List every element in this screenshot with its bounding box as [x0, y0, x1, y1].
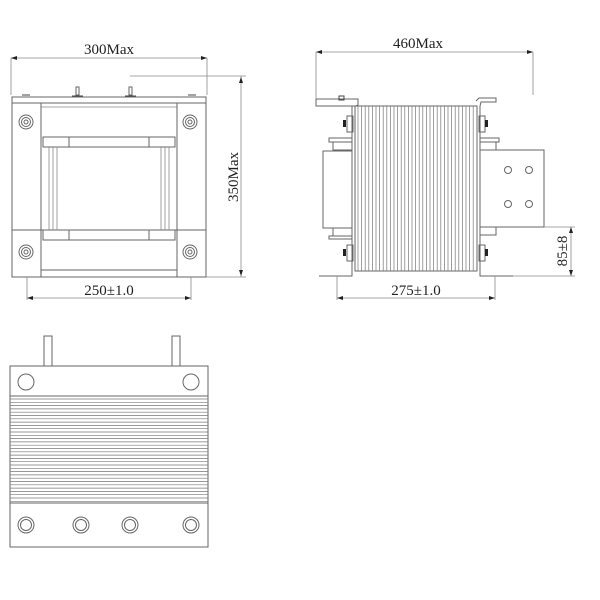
- bolt-icon: [18, 114, 34, 130]
- terminal-hole-icon: [525, 166, 533, 174]
- terminal-hole-icon: [525, 200, 533, 208]
- front-height-dimension: 350Max: [226, 152, 242, 202]
- front-view: 300Max 350Max: [10, 42, 246, 300]
- terminal-hole-icon: [504, 200, 512, 208]
- front-mount-spacing-dimension: 250±1.0: [84, 283, 133, 299]
- terminal-height-dimension: 85±8: [555, 236, 571, 267]
- front-width-dimension: 300Max: [84, 42, 134, 58]
- mounting-hole-icon: [17, 373, 35, 391]
- side-width-dimension: 460Max: [393, 36, 443, 52]
- terminal-hole-icon: [504, 166, 512, 174]
- mounting-hole-icon: [182, 373, 200, 391]
- side-mount-spacing-dimension: 275±1.0: [391, 283, 440, 299]
- bolt-icon: [182, 244, 198, 260]
- bolt-icon: [182, 114, 198, 130]
- core-laminations: [357, 106, 478, 271]
- top-view: [9, 335, 209, 548]
- terminal-bolt-icon: [17, 516, 35, 534]
- core-laminations-top: [10, 398, 208, 502]
- terminal-bolt-icon: [182, 516, 200, 534]
- bolt-icon: [18, 244, 34, 260]
- side-view: 460Max: [315, 36, 575, 300]
- terminal-bolt-icon: [121, 516, 139, 534]
- terminal-bolt-icon: [72, 516, 90, 534]
